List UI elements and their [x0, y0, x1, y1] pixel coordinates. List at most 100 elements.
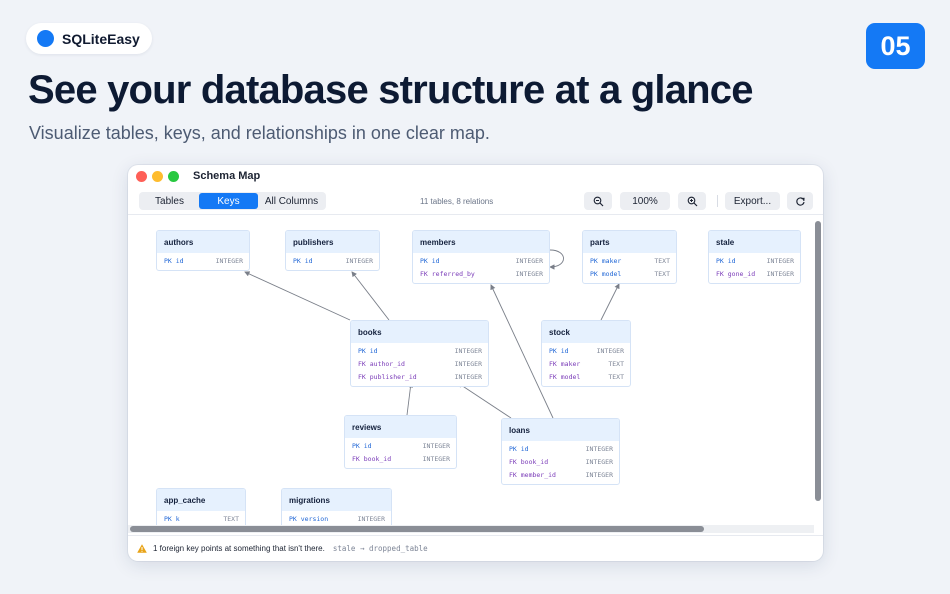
zoom-in-button[interactable]: [678, 192, 706, 210]
zoom-out-button[interactable]: [584, 192, 612, 210]
table-name: reviews: [345, 416, 456, 438]
footer-broken-reference[interactable]: stale → dropped_table: [332, 544, 428, 553]
zoom-level-display[interactable]: 100%: [620, 192, 670, 210]
column-name: FK publisher_id: [358, 372, 417, 381]
column-type: INTEGER: [766, 269, 794, 278]
column-name: FK book_id: [509, 457, 549, 466]
relations-layer: [244, 249, 620, 419]
relation-reviews-books: [406, 382, 414, 416]
column-type: INTEGER: [357, 514, 385, 523]
column-name: PK id: [164, 256, 184, 265]
column-name: FK member_id: [509, 470, 556, 479]
schema-summary: 11 tables, 8 relations: [420, 197, 494, 206]
column-name: FK referred_by: [420, 269, 475, 278]
zoom-window-button[interactable]: [168, 171, 179, 182]
column-name: PK id: [549, 346, 569, 355]
zoom-out-icon: [593, 196, 603, 206]
footer-warning-text: 1 foreign key points at something that i…: [153, 544, 325, 553]
minimize-window-button[interactable]: [152, 171, 163, 182]
relation-loans-books: [457, 382, 512, 419]
toolbar: Tables Keys All Columns 11 tables, 8 rel…: [128, 187, 823, 215]
table-name: migrations: [282, 489, 391, 511]
tab-tables[interactable]: Tables: [155, 195, 184, 207]
step-number-badge: 05: [866, 23, 925, 69]
column-name: FK model: [549, 372, 581, 381]
close-window-button[interactable]: [136, 171, 147, 182]
toolbar-divider: [717, 195, 718, 207]
column-name: FK gone_id: [716, 269, 756, 278]
column-name: PK id: [358, 346, 378, 355]
column-type: INTEGER: [345, 256, 373, 265]
export-button[interactable]: Export...: [725, 192, 780, 210]
column-type: TEXT: [654, 256, 670, 265]
horizontal-scroll-thumb[interactable]: [130, 526, 704, 532]
relation-books-authors: [244, 271, 351, 321]
column-name: PK version: [289, 514, 329, 523]
column-type: INTEGER: [766, 256, 794, 265]
column-name: PK k: [164, 514, 180, 523]
table-name: books: [351, 321, 488, 343]
tab-all-columns[interactable]: All Columns: [264, 195, 319, 207]
table-name: loans: [502, 419, 619, 441]
page-subheadline: Visualize tables, keys, and relationship…: [29, 123, 490, 143]
column-type: INTEGER: [515, 269, 543, 278]
column-row[interactable]: PK id INTEGER: [542, 345, 630, 356]
vertical-scroll-thumb[interactable]: [815, 221, 821, 501]
column-type: INTEGER: [454, 346, 482, 355]
window-titlebar: Schema Map: [128, 165, 823, 187]
table-card-books[interactable]: books PK id INTEGER FK author_id INTEGER FK p…: [350, 320, 489, 387]
table-name: authors: [157, 231, 249, 253]
column-row[interactable]: FK book_id INTEGER: [502, 456, 619, 467]
column-type: INTEGER: [454, 359, 482, 368]
column-name: FK author_id: [358, 359, 405, 368]
column-type: INTEGER: [585, 457, 613, 466]
column-type: INTEGER: [422, 454, 450, 463]
column-type: INTEGER: [596, 346, 624, 355]
table-name: publishers: [286, 231, 379, 253]
column-name: PK id: [352, 441, 372, 450]
relation-stock-parts: [600, 283, 620, 321]
column-row[interactable]: FK author_id INTEGER: [351, 358, 488, 369]
column-row[interactable]: FK referred_by INTEGER: [413, 268, 549, 279]
table-card-migrations[interactable]: migrations PK version INTEGER: [281, 488, 392, 525]
status-footer: 1 foreign key points at something that i…: [128, 535, 823, 561]
tab-keys[interactable]: Keys: [199, 193, 258, 209]
column-row[interactable]: PK id INTEGER: [351, 345, 488, 356]
column-row[interactable]: PK version INTEGER: [282, 513, 391, 524]
relation-loans-members: [490, 284, 554, 419]
schema-map-window: Schema Map Tables Keys All Columns 11 ta…: [128, 165, 823, 561]
relation-members-self: [549, 249, 564, 270]
table-name: stale: [709, 231, 800, 253]
refresh-button[interactable]: [787, 192, 813, 210]
column-type: TEXT: [608, 359, 624, 368]
warning-icon: [137, 544, 147, 553]
table-name: parts: [583, 231, 676, 253]
column-row[interactable]: FK gone_id INTEGER: [709, 268, 800, 279]
column-name: PK id: [509, 444, 529, 453]
zoom-in-icon: [687, 196, 697, 206]
